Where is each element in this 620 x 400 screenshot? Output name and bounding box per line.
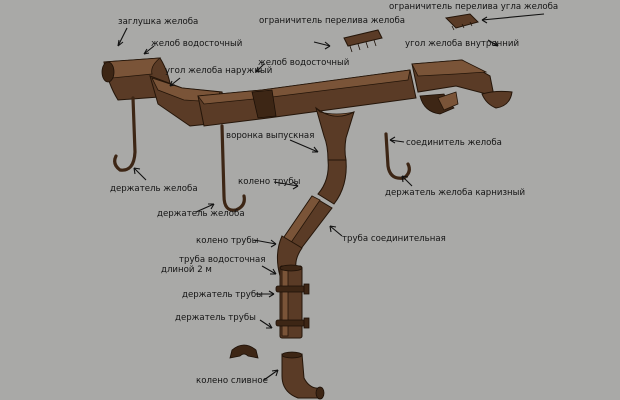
gutter-holder-left — [113, 96, 137, 172]
overflow-limiter-part — [343, 29, 383, 53]
outlet-funnel — [315, 106, 355, 161]
gutter-end-cap-part — [481, 90, 513, 109]
drain-elbow — [281, 351, 325, 400]
label-connecting-pipe: труба соединительная — [342, 234, 446, 244]
label-inner-corner: угол желоба внутренний — [405, 39, 519, 49]
gutter-left-section — [101, 57, 173, 101]
label-gutter-2: желоб водосточный — [258, 58, 349, 68]
label-pipe-holder-2: держатель трубы — [175, 313, 256, 323]
pipe-holder-upper-clamp — [275, 283, 310, 295]
pipe-elbow-upper — [317, 159, 347, 205]
label-overflow-limiter: ограничитель перелива желоба — [259, 16, 405, 26]
label-pipe-elbow-1: колено трубы — [238, 177, 301, 187]
pipe-holder-loose — [229, 344, 259, 359]
pipe-holder-lower-clamp — [275, 317, 310, 329]
drain-pipe — [279, 264, 303, 339]
gutter-holder-middle — [220, 124, 246, 212]
label-gutter: желоб водосточный — [151, 39, 242, 49]
label-funnel: воронка выпускная — [226, 131, 314, 141]
label-connector: соединитель желоба — [406, 138, 502, 148]
label-holder-1: держатель желоба — [110, 184, 198, 194]
leader-arrows — [117, 13, 545, 381]
label-drain-pipe-line2: длиной 2 м — [161, 265, 212, 275]
connecting-pipe — [281, 195, 333, 251]
label-cornice-holder: держатель желоба карнизный — [385, 188, 525, 198]
corner-limiter-part — [444, 13, 479, 31]
label-drain-pipe-line1: труба водосточная — [179, 255, 266, 265]
label-pipe-elbow-2: колено трубы — [196, 236, 259, 246]
label-pipe-holder-1: держатель трубы — [182, 290, 263, 300]
label-corner-limiter: ограничитель перелива угла желоба — [389, 2, 558, 12]
label-outer-corner: угол желоба наружный — [165, 66, 272, 76]
gutter-right-section — [411, 59, 495, 97]
label-holder-2: держатель желоба — [157, 209, 245, 219]
gutter-connector-part — [419, 91, 459, 115]
gutter-main-section — [197, 69, 417, 127]
label-end-cap: заглушка желоба — [118, 17, 198, 27]
label-drain-elbow: колено сливное — [196, 376, 268, 386]
